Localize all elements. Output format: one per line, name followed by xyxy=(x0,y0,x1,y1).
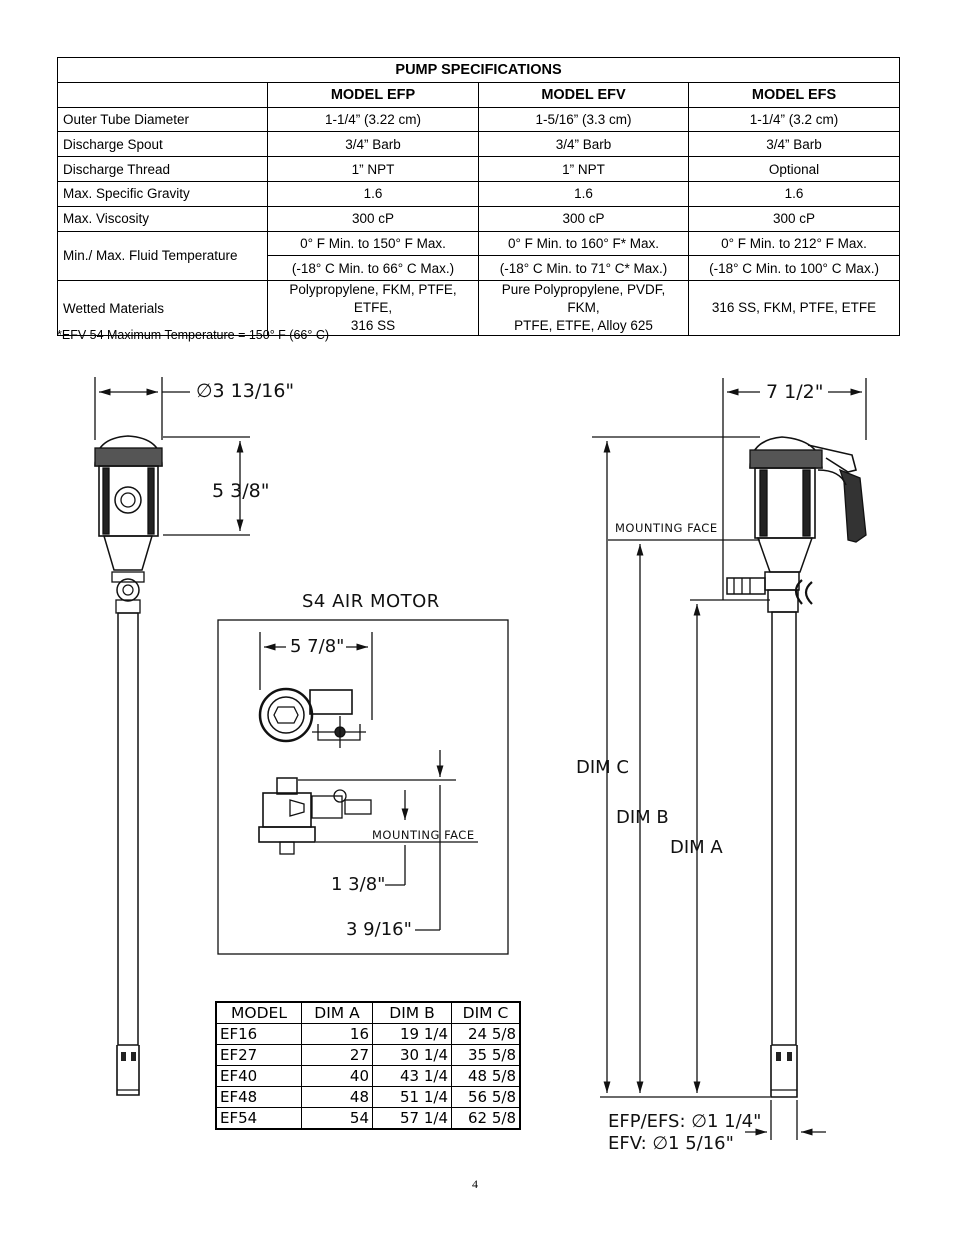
side-pump-view xyxy=(592,378,867,1140)
spec-header-efv: MODEL EFV xyxy=(478,81,689,108)
dim-c-label: DIM C xyxy=(576,757,629,778)
table-row: EF16 16 19 1/4 24 5/8 xyxy=(215,1023,521,1045)
spec-row-wetted: Wetted Materials Polypropylene, FKM, PTF… xyxy=(57,280,901,337)
spec-row: Discharge Thread 1” NPT 1” NPT Optional xyxy=(57,156,901,182)
dim-c-header: DIM C xyxy=(451,1001,521,1024)
tube-diameter-efv-label: EFV: ∅1 5/16" xyxy=(608,1133,734,1154)
pump-specifications-table: PUMP SPECIFICATIONS MODEL EFP MODEL EFV … xyxy=(56,57,901,337)
mounting-face-label: MOUNTING FACE xyxy=(615,521,718,535)
spec-row-temp-c: (-18° C Min. to 66° C Max.) (-18° C Min.… xyxy=(58,255,901,282)
spec-header-blank xyxy=(57,81,268,108)
air-dim-2-label: 3 9/16" xyxy=(346,919,412,940)
air-motor-title: S4 AIR MOTOR xyxy=(302,591,440,612)
top-diameter-label: ∅3 13/16" xyxy=(196,380,295,402)
spec-row: Outer Tube Diameter 1-1/4” (3.22 cm) 1-5… xyxy=(57,106,901,133)
model-header: MODEL xyxy=(215,1001,302,1024)
head-height-label: 5 3/8" xyxy=(212,480,270,502)
table-row: EF27 27 30 1/4 35 5/8 xyxy=(215,1044,521,1066)
table-row: EF40 40 43 1/4 48 5/8 xyxy=(215,1065,521,1087)
model-dimensions-table: MODEL DIM A DIM B DIM C EF16 16 19 1/4 2… xyxy=(215,1001,521,1130)
tube-diameter-efp-label: EFP/EFS: ∅1 1/4" xyxy=(608,1111,762,1132)
dim-a-header: DIM A xyxy=(301,1001,373,1024)
spec-title: PUMP SPECIFICATIONS xyxy=(56,57,901,83)
air-motor-width-label: 5 7/8" xyxy=(290,636,345,657)
front-pump-view xyxy=(94,377,250,1096)
spec-row-temp-f: Min./ Max. Fluid Temperature 0° F Min. t… xyxy=(57,230,901,282)
page-number: 4 xyxy=(472,1177,478,1191)
air-motor-detail xyxy=(217,619,509,955)
table-row: EF54 54 57 1/4 62 5/8 xyxy=(215,1107,521,1130)
spec-footnote: *EFV-54 Maximum Temperature = 150° F (66… xyxy=(57,328,330,342)
air-mounting-face-label: MOUNTING FACE xyxy=(372,828,475,842)
spec-row: Discharge Spout 3/4” Barb 3/4” Barb 3/4”… xyxy=(57,131,901,158)
side-width-label: 7 1/2" xyxy=(766,381,824,403)
table-row: EF48 48 51 1/4 56 5/8 xyxy=(215,1086,521,1108)
spec-row: Max. Viscosity 300 cP 300 cP 300 cP xyxy=(57,205,901,232)
dim-b-label: DIM B xyxy=(616,807,669,828)
air-dim-1-label: 1 3/8" xyxy=(331,874,386,895)
dim-b-header: DIM B xyxy=(372,1001,452,1024)
dim-a-label: DIM A xyxy=(670,837,723,858)
